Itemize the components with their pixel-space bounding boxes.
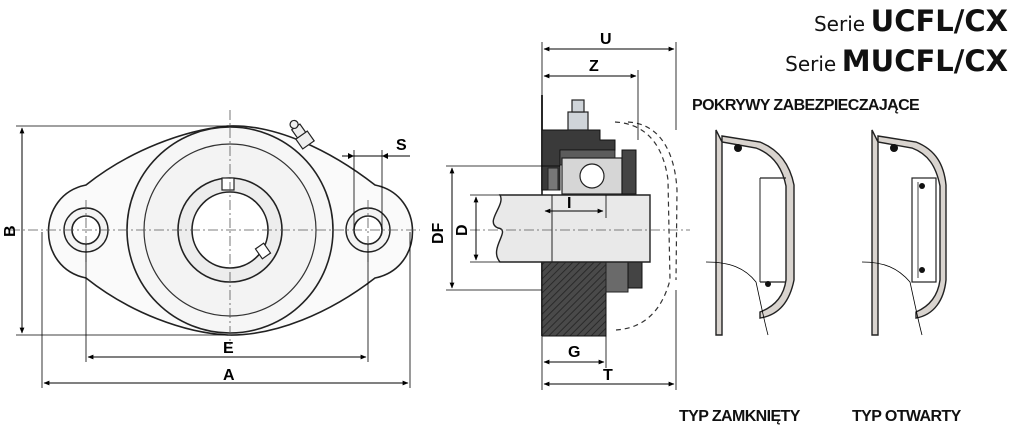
section-view-dimensions [446, 42, 677, 390]
cover-open-label: TYP OTWARTY [852, 408, 961, 425]
cover-closed [705, 129, 795, 336]
series-title-1-prefix: Serie [813, 12, 866, 36]
label-u: U [600, 31, 612, 48]
cover-closed-label: TYP ZAMKNIĘTY [679, 408, 800, 425]
section-grease-nipple-icon [567, 99, 589, 131]
series-title-1: Serie UCFL/CX [814, 4, 1008, 38]
section-view [470, 95, 690, 337]
cover-closed-section [715, 129, 795, 336]
front-view-dimensions [16, 125, 411, 388]
covers-title: POKRYWY ZABEZPIECZAJĄCE [692, 97, 920, 114]
cover-open [861, 129, 947, 336]
ball-upper [579, 163, 605, 189]
series-title-1-model: UCFL/CX [870, 4, 1008, 38]
label-e: E [223, 340, 234, 357]
label-d: D [454, 224, 471, 236]
series-title-2-prefix: Serie [785, 52, 837, 76]
label-b: B [2, 225, 19, 237]
set-screw-top [221, 177, 235, 191]
label-i: I [567, 195, 571, 212]
housing-section-lower [541, 251, 607, 337]
label-t: T [603, 367, 613, 384]
shaft [492, 194, 651, 263]
grease-nipple-icon [289, 119, 316, 150]
series-title-2: Serie MUCFL/CX [785, 44, 1008, 78]
front-view [10, 110, 420, 345]
cover-open-section [871, 129, 947, 336]
set-screw-side [254, 242, 272, 260]
series-title-2-model: MUCFL/CX [841, 44, 1008, 78]
label-df: DF [430, 222, 447, 244]
label-g: G [568, 344, 580, 361]
label-s: S [396, 137, 407, 154]
label-a: A [223, 367, 235, 384]
label-z: Z [589, 58, 599, 75]
